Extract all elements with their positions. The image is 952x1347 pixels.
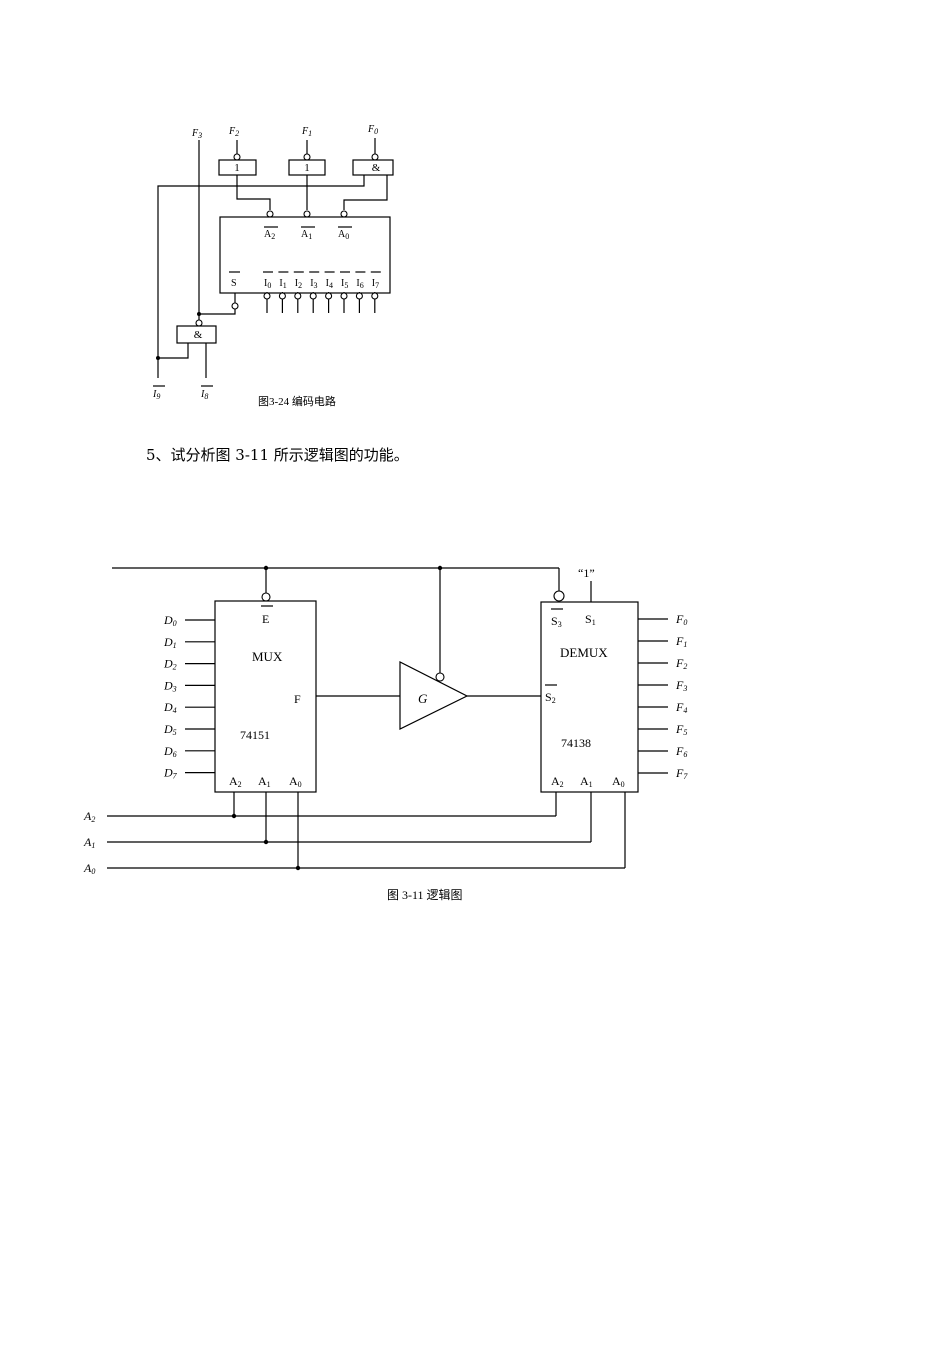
gate-label-1: 1 bbox=[234, 162, 240, 174]
demux-output-f6: F6 bbox=[675, 744, 687, 759]
demux-output-f1: F1 bbox=[675, 634, 687, 649]
demux-select-a0: A0 bbox=[612, 774, 625, 789]
encoder-input-i1: I1 bbox=[279, 278, 286, 290]
mux-part-number: 74151 bbox=[240, 728, 270, 742]
mux-input-d4: D4 bbox=[163, 700, 177, 715]
encoder-enable-s: S bbox=[231, 278, 237, 289]
mux-input-d5: D5 bbox=[163, 722, 177, 737]
mux-input-d2: D2 bbox=[163, 657, 177, 672]
demux-part-number: 74138 bbox=[561, 736, 591, 750]
encoder-input-i2: I2 bbox=[295, 278, 302, 290]
gate-label-2: 1 bbox=[304, 162, 310, 174]
gate-label-3: & bbox=[372, 162, 381, 174]
encoder-input-i5: I5 bbox=[341, 278, 348, 290]
gate-label-4: & bbox=[194, 329, 203, 341]
buffer-label: G bbox=[418, 691, 428, 706]
address-input-a1: A1 bbox=[83, 835, 95, 850]
encoder-input-i6: I6 bbox=[356, 278, 363, 290]
demux-output-f3: F3 bbox=[675, 678, 687, 693]
demux-s1: S1 bbox=[585, 612, 596, 627]
mux-select-a0: A0 bbox=[289, 774, 302, 789]
mux-output-f: F bbox=[294, 692, 301, 706]
encoder-input-group: I0 I1 I2 I3 I4 I5 I6 I7 bbox=[263, 271, 381, 313]
mux-input-d0: D0 bbox=[163, 613, 177, 628]
encoder-input-i0: I0 bbox=[264, 278, 271, 290]
demux-s2: S2 bbox=[545, 690, 556, 705]
mux-input-d3: D3 bbox=[163, 678, 177, 693]
demux-74138-block bbox=[540, 601, 639, 793]
demux-select-a1: A1 bbox=[580, 774, 593, 789]
mux-select-labels: A2 A1 A0 bbox=[229, 774, 302, 789]
encoder-output-a2: A2 bbox=[264, 229, 275, 241]
mux-enable-e: E bbox=[262, 612, 269, 626]
demux-name: DEMUX bbox=[560, 645, 608, 660]
encoder-input-i7: I7 bbox=[372, 278, 379, 290]
address-input-a2: A2 bbox=[83, 809, 95, 824]
demux-select-a2: A2 bbox=[551, 774, 564, 789]
mux-select-a1: A1 bbox=[258, 774, 271, 789]
output-label-f3: F3 bbox=[191, 128, 202, 140]
figure-3-11-caption: 图 3-11 逻辑图 bbox=[387, 888, 463, 902]
input-label-i9: I9 bbox=[152, 389, 160, 401]
figure-3-24-encoder-circuit: F3 F2 F1 F0 1 1 & A2 A1 A0 bbox=[152, 124, 394, 408]
mux-name: MUX bbox=[252, 649, 283, 664]
demux-output-f0: F0 bbox=[675, 612, 687, 627]
demux-s3: S3 bbox=[551, 614, 562, 629]
demux-s1-value: “1” bbox=[578, 566, 595, 580]
demux-output-f5: F5 bbox=[675, 722, 687, 737]
output-label-f1: F1 bbox=[301, 126, 312, 138]
encoder-input-i4: I4 bbox=[326, 278, 333, 290]
figure-3-24-caption: 图3-24 编码电路 bbox=[258, 394, 336, 408]
priority-encoder-block bbox=[219, 216, 391, 294]
demux-select-labels: A2 A1 A0 bbox=[551, 774, 625, 789]
mux-select-a2: A2 bbox=[229, 774, 242, 789]
mux-input-d1: D1 bbox=[163, 635, 177, 650]
output-label-f0: F0 bbox=[367, 124, 378, 136]
encoder-output-a1: A1 bbox=[301, 229, 312, 241]
encoder-output-a0: A0 bbox=[338, 229, 349, 241]
question-text: 5、试分析图 3-11 所示逻辑图的功能。 bbox=[146, 446, 409, 464]
nand-gate-top bbox=[352, 159, 394, 176]
output-label-f2: F2 bbox=[228, 126, 239, 138]
encoder-input-i3: I3 bbox=[310, 278, 317, 290]
demux-output-f4: F4 bbox=[675, 700, 687, 715]
mux-input-d6: D6 bbox=[163, 744, 177, 759]
address-input-a0: A0 bbox=[83, 861, 95, 876]
buffer-gate-g bbox=[399, 661, 469, 730]
nand-gate-bottom bbox=[176, 325, 217, 344]
mux-input-d7: D7 bbox=[163, 766, 178, 781]
mux-74151-block bbox=[214, 600, 317, 793]
demux-output-f7: F7 bbox=[675, 766, 688, 781]
input-label-i8: I8 bbox=[200, 389, 208, 401]
demux-output-f2: F2 bbox=[675, 656, 687, 671]
